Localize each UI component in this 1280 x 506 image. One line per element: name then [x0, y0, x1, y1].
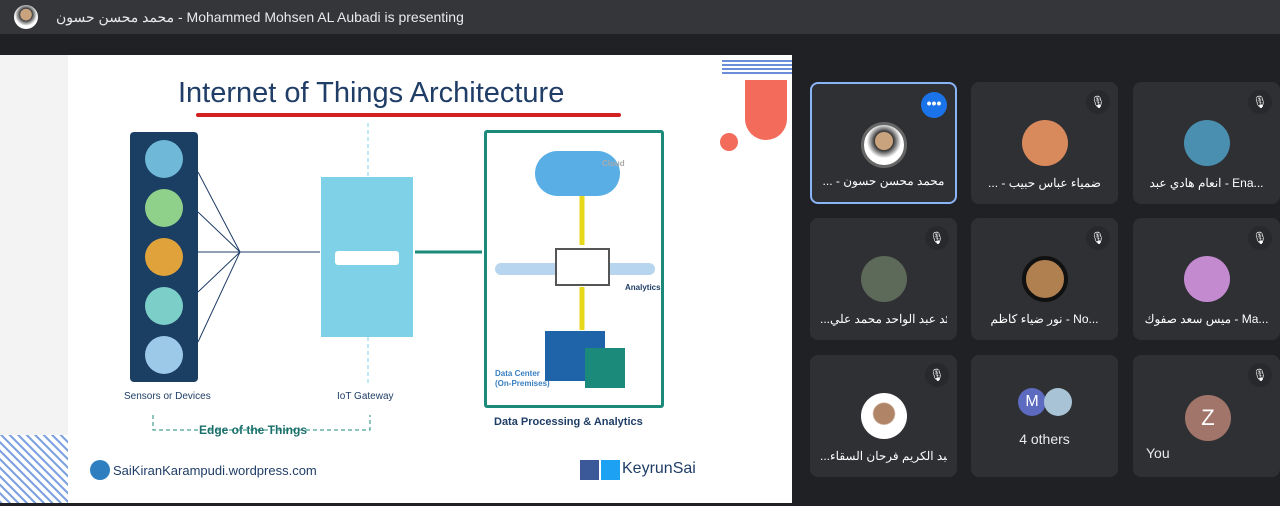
- sensor-icon: [145, 140, 183, 178]
- gateway-label: IoT Gateway: [337, 391, 394, 402]
- avatar: Z: [1185, 395, 1231, 441]
- facebook-icon: [580, 460, 599, 480]
- others-tile[interactable]: M 4 others: [971, 355, 1118, 477]
- building-icon: [585, 348, 625, 388]
- data-processing-box: Cloud Analytics Data Center (On-Premises…: [484, 130, 664, 408]
- mic-off-icon: 🎙: [1248, 363, 1272, 387]
- presenter-avatar: [14, 5, 38, 29]
- analytics-label: Analytics: [625, 283, 661, 292]
- others-count: 4 others: [1019, 431, 1070, 447]
- shared-screen: Internet of Things Architecture Cloud An…: [0, 55, 792, 503]
- monitor-icon: [555, 248, 610, 286]
- cloud-icon: [535, 151, 620, 196]
- social-handle: KeyrunSai: [622, 460, 696, 477]
- mic-off-icon: 🎙: [1086, 226, 1110, 250]
- avatar: [1183, 256, 1230, 302]
- presenting-text: محمد محسن حسون - Mohammed Mohsen AL Auba…: [56, 8, 464, 25]
- presenter-bar: محمد محسن حسون - Mohammed Mohsen AL Auba…: [0, 0, 1280, 34]
- participant-tile[interactable]: 🎙 ...ئد عبد الواحد محمد علي: [810, 218, 957, 340]
- connection-lines: [152, 123, 585, 431]
- datacenter-sub: (On-Premises): [495, 379, 550, 388]
- avatar: [860, 122, 907, 168]
- slide-title: Internet of Things Architecture: [178, 77, 565, 109]
- participant-tile[interactable]: ••• ... - محمد محسن حسون: [810, 82, 957, 204]
- participant-name: ميس سعد صفوك - Ma...: [1144, 312, 1269, 326]
- avatar: [1044, 388, 1072, 416]
- decor-dot: [720, 133, 738, 151]
- datacenter-label: Data Center: [495, 369, 540, 378]
- decor-stripes: [722, 60, 792, 76]
- camera-icon: [145, 336, 183, 374]
- participant-tile[interactable]: 🎙 ميس سعد صفوك - Ma...: [1133, 218, 1280, 340]
- home-icon: [145, 287, 183, 325]
- avatar: M: [1018, 388, 1046, 416]
- avatar: [860, 256, 907, 302]
- wordpress-icon: [90, 460, 110, 480]
- participant-name: ... - محمد محسن حسون: [822, 174, 945, 188]
- participant-name: ...ئد عبد الواحد محمد علي: [820, 312, 947, 326]
- avatar: [1021, 256, 1068, 302]
- sensors-panel: [130, 132, 198, 382]
- mic-off-icon: 🎙: [925, 363, 949, 387]
- decor-hatch: [0, 435, 68, 503]
- more-options-icon[interactable]: •••: [921, 92, 947, 118]
- mic-off-icon: 🎙: [1248, 90, 1272, 114]
- avatar: [1021, 120, 1068, 166]
- vehicle-icon: [145, 238, 183, 276]
- participant-tile[interactable]: 🎙 نور ضياء كاظم - No...: [971, 218, 1118, 340]
- participant-tile[interactable]: 🎙 ... - ضمياء عباس حبيب: [971, 82, 1118, 204]
- participant-tile[interactable]: 🎙 ...عبد الكريم فرحان السقاء: [810, 355, 957, 477]
- mic-off-icon: 🎙: [925, 226, 949, 250]
- mic-off-icon: 🎙: [1248, 226, 1272, 250]
- self-label: You: [1146, 445, 1170, 461]
- title-underline: [196, 113, 621, 117]
- router-icon: [335, 251, 399, 265]
- wind-turbine-icon: [145, 189, 183, 227]
- participant-name: انعام هادي عبد - Ena...: [1149, 176, 1264, 190]
- edge-label: Edge of the Things: [199, 423, 307, 437]
- dpa-label: Data Processing & Analytics: [494, 416, 643, 428]
- sensors-label: Sensors or Devices: [124, 391, 211, 402]
- mic-off-icon: 🎙: [1086, 90, 1110, 114]
- twitter-icon: [601, 460, 620, 480]
- participant-name: نور ضياء كاظم - No...: [990, 312, 1099, 326]
- participant-name: ...عبد الكريم فرحان السقاء: [820, 449, 947, 463]
- website-text: SaiKiranKarampudi.wordpress.com: [113, 463, 317, 478]
- participant-name: ... - ضمياء عباس حبيب: [988, 176, 1101, 190]
- participant-tile[interactable]: 🎙 انعام هادي عبد - Ena...: [1133, 82, 1280, 204]
- cloud-label: Cloud: [602, 159, 625, 168]
- self-tile[interactable]: 🎙 Z You: [1133, 355, 1280, 477]
- avatar: [1183, 120, 1230, 166]
- avatar: [860, 393, 907, 439]
- slide-left-strip: [0, 55, 68, 503]
- decor-shape: [745, 80, 787, 140]
